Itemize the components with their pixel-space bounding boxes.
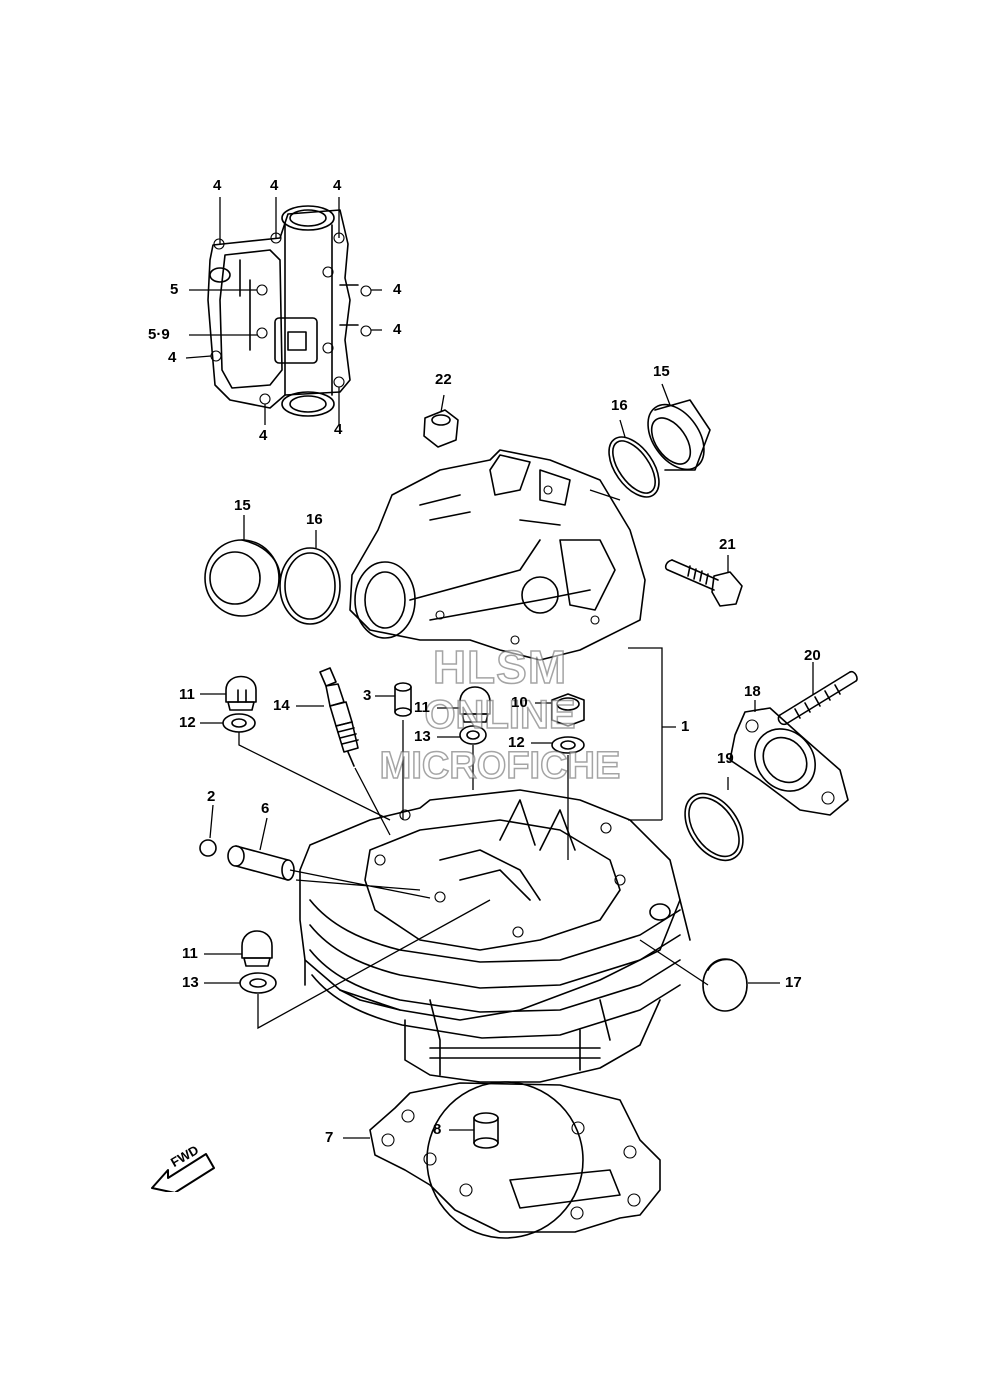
callout-4f: 4 — [168, 349, 177, 366]
cap-nut-11c — [241, 930, 273, 967]
washer-13b — [239, 972, 277, 994]
forward-arrow-icon — [151, 1153, 215, 1192]
seal-15-left — [204, 539, 281, 617]
callout-7: 7 — [325, 1129, 334, 1146]
callout-12b: 12 — [508, 734, 525, 751]
callout-4c: 4 — [333, 177, 342, 194]
cylinder-head-upper — [349, 449, 646, 661]
cap-nut-11b — [459, 686, 491, 723]
callout-18: 18 — [744, 683, 761, 700]
callout-4a: 4 — [213, 177, 222, 194]
o-ring-16-upper — [608, 436, 660, 498]
o-ring-19 — [684, 792, 744, 862]
plug-17 — [702, 958, 748, 1012]
o-ring-16-left — [279, 547, 341, 625]
cap-nut-11a — [225, 675, 257, 711]
callout-3: 3 — [363, 687, 372, 704]
ball-2 — [199, 839, 217, 857]
callout-22: 22 — [435, 371, 452, 388]
washer-13a — [459, 725, 487, 745]
callout-11c: 11 — [182, 945, 198, 962]
callout-5: 5 — [170, 281, 179, 298]
callout-4b: 4 — [270, 177, 279, 194]
dowel-pin-8 — [473, 1112, 499, 1149]
callout-4g: 4 — [259, 427, 268, 444]
callout-2: 2 — [207, 788, 216, 805]
callout-1: 1 — [681, 718, 690, 735]
callout-11b: 11 — [414, 699, 430, 716]
callout-19: 19 — [717, 750, 734, 767]
callout-4h: 4 — [334, 421, 343, 438]
callout-4e: 4 — [393, 321, 402, 338]
dowel-3 — [394, 682, 412, 717]
callout-17: 17 — [785, 974, 802, 991]
callout-20: 20 — [804, 647, 821, 664]
pin-6 — [227, 845, 295, 881]
callout-11a: 11 — [179, 686, 195, 703]
washer-12a — [222, 713, 256, 733]
head-cover — [207, 205, 372, 417]
callout-16-left: 16 — [306, 511, 323, 528]
stud-bolt-20 — [777, 670, 858, 726]
callout-13a: 13 — [414, 728, 431, 745]
callout-13b: 13 — [182, 974, 199, 991]
nut-22 — [423, 409, 459, 448]
washer-12b — [551, 736, 585, 754]
callout-10: 10 — [511, 694, 528, 711]
spark-plug-14 — [319, 667, 359, 767]
bolt-21 — [664, 559, 743, 607]
nut-10 — [551, 693, 585, 727]
intake-pipe-18 — [729, 707, 849, 816]
callout-6: 6 — [261, 800, 270, 817]
base-gasket — [369, 1081, 661, 1239]
callout-15-left: 15 — [234, 497, 251, 514]
callout-21: 21 — [719, 536, 736, 553]
callout-16-upper: 16 — [611, 397, 628, 414]
callout-5-9: 5·9 — [148, 326, 170, 343]
callout-15-upper: 15 — [653, 363, 670, 380]
seal-15-upper — [647, 399, 711, 471]
cylinder-fins — [309, 899, 681, 1083]
callout-4d: 4 — [393, 281, 402, 298]
leader-lines — [185, 197, 814, 1139]
callout-14: 14 — [273, 697, 290, 714]
callout-8: 8 — [433, 1121, 442, 1138]
callout-12a: 12 — [179, 714, 196, 731]
